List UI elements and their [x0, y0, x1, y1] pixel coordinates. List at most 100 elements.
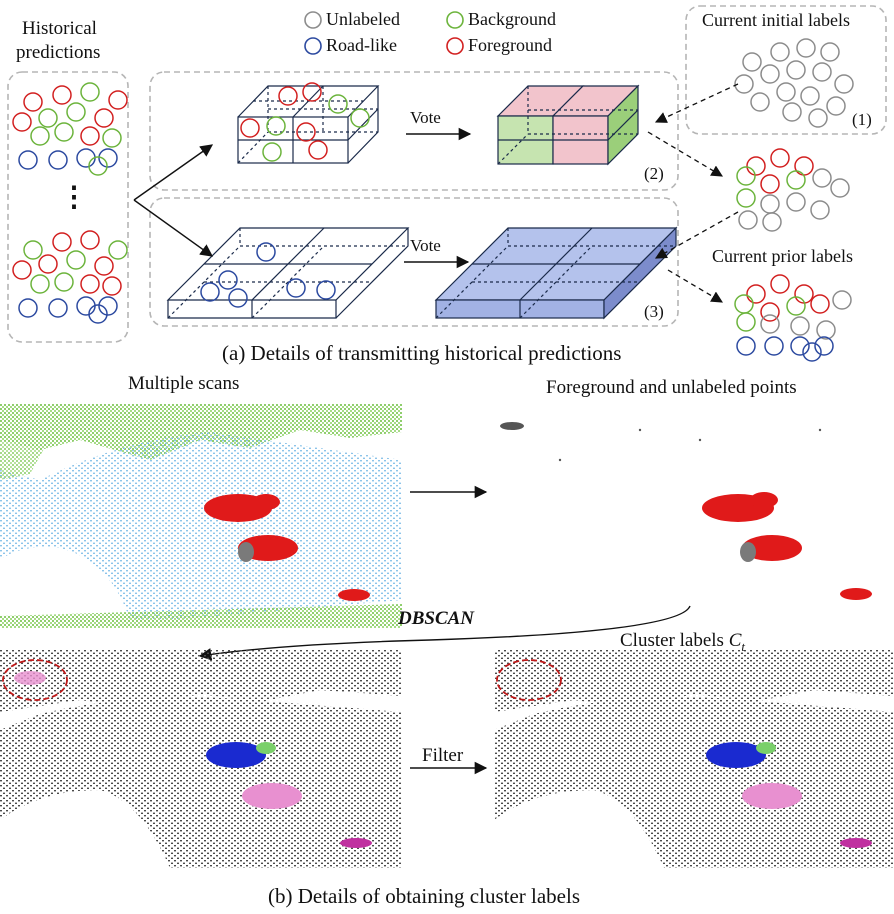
prior-circle: [832, 290, 852, 310]
prior-circle: [746, 284, 766, 304]
historical-circles-top: [12, 82, 128, 176]
cluster-ellipse-left: [2, 659, 68, 701]
prior-circle: [794, 284, 814, 304]
historical-top-circle: [30, 126, 50, 146]
combined-circle: [736, 166, 756, 186]
historical-bottom-circle: [54, 272, 74, 292]
initial-circle: [770, 42, 790, 62]
wire-circle: [278, 86, 298, 106]
historical-bottom-circle: [66, 250, 86, 270]
prior-circle: [814, 336, 834, 356]
initial-circle: [800, 86, 820, 106]
grid-circle: [200, 282, 220, 302]
tag-1: (1): [852, 110, 872, 129]
prior-circle: [770, 274, 790, 294]
legend-road-like-label: Road-like: [326, 35, 397, 55]
tag-2: (2): [644, 164, 664, 183]
grid-circle: [286, 278, 306, 298]
grid-box-3: [149, 197, 679, 327]
cluster-labels-text: Cluster labels: [620, 630, 724, 651]
voxel-wireframe-3d: [237, 85, 380, 164]
prior-circle: [790, 336, 810, 356]
prior-circle: [734, 294, 754, 314]
prior-circle: [736, 312, 756, 332]
legend-foreground-label: Foreground: [468, 35, 552, 55]
historical-top-circle: [18, 150, 38, 170]
wire-circle: [240, 118, 260, 138]
vote-label-2: Vote: [410, 236, 441, 255]
cluster-subscript: t: [741, 638, 746, 654]
prior-circle: [786, 296, 806, 316]
wire-circle: [266, 116, 286, 136]
initial-circle: [834, 74, 854, 94]
initial-circle: [812, 62, 832, 82]
wire-circle: [262, 142, 282, 162]
historical-bottom-circle: [18, 298, 38, 318]
dashed-arrows: [647, 83, 739, 303]
wire-circle: [308, 140, 328, 160]
ellipsis: ⋮: [60, 182, 88, 213]
voxel-voted-3d: [496, 84, 640, 166]
wire-circle: [328, 94, 348, 114]
current-initial-circles: [734, 38, 854, 128]
cluster-ellipse-right: [496, 659, 562, 701]
combined-circle: [738, 210, 758, 230]
historical-bottom-circle: [12, 260, 32, 280]
wire-circle: [302, 82, 322, 102]
prior-circle: [810, 294, 830, 314]
historical-bottom-circle: [38, 254, 58, 274]
legend-foreground-icon: [446, 37, 464, 55]
filter-label: Filter: [422, 745, 464, 766]
prior-circle: [764, 336, 784, 356]
prior-circle: [760, 314, 780, 334]
initial-circle: [760, 64, 780, 84]
historical-bottom-circle: [88, 304, 108, 324]
combined-circle: [810, 200, 830, 220]
historical-bottom-circle: [23, 240, 43, 260]
combined-circle: [770, 148, 790, 168]
current-initial-label: Current initial labels: [702, 10, 850, 30]
branch-arrows: [133, 144, 214, 257]
historical-top-circle: [54, 122, 74, 142]
initial-circle: [742, 52, 762, 72]
historical-bottom-circle: [80, 274, 100, 294]
caption-b: (b) Details of obtaining cluster labels: [268, 884, 580, 908]
current-prior-label: Current prior labels: [712, 246, 853, 266]
historical-top-circle: [102, 128, 122, 148]
historical-top-circle: [98, 148, 118, 168]
initial-circle: [826, 96, 846, 116]
historical-bottom-circle: [94, 256, 114, 276]
historical-circles-bottom: [12, 230, 128, 324]
initial-circle: [782, 102, 802, 122]
initial-circle: [808, 108, 828, 128]
combined-circle: [812, 168, 832, 188]
prior-circle: [736, 336, 756, 356]
scan-panel-clustered: [0, 650, 402, 868]
initial-circle: [750, 92, 770, 112]
prior-circle: [802, 342, 822, 362]
historical-top-circle: [48, 150, 68, 170]
historical-top-circle: [80, 126, 100, 146]
historical-bottom-circle: [80, 230, 100, 250]
initial-circle: [776, 82, 796, 102]
historical-top-circle: [108, 90, 128, 110]
initial-circle: [786, 60, 806, 80]
grid-circle: [218, 270, 238, 290]
historical-top-circle: [38, 108, 58, 128]
combined-labels-circles: [736, 148, 850, 232]
combined-circle: [760, 174, 780, 194]
scan-panel-foreground: [500, 422, 872, 600]
scan-panel-multiple: [0, 404, 402, 628]
legend-background-icon: [446, 11, 464, 29]
legend-unlabeled-icon: [304, 11, 322, 29]
multiple-scans-label: Multiple scans: [128, 373, 240, 394]
grid-circle: [256, 242, 276, 262]
historical-bottom-circle: [108, 240, 128, 260]
wire-circle: [296, 122, 316, 142]
historical-bottom-circle: [98, 296, 118, 316]
cluster-labels-label: Cluster labels Ct: [620, 630, 745, 655]
prior-circle: [790, 316, 810, 336]
legend-road-like-icon: [304, 37, 322, 55]
cluster-symbol: C: [728, 630, 742, 651]
current-prior-circles: [734, 274, 852, 362]
